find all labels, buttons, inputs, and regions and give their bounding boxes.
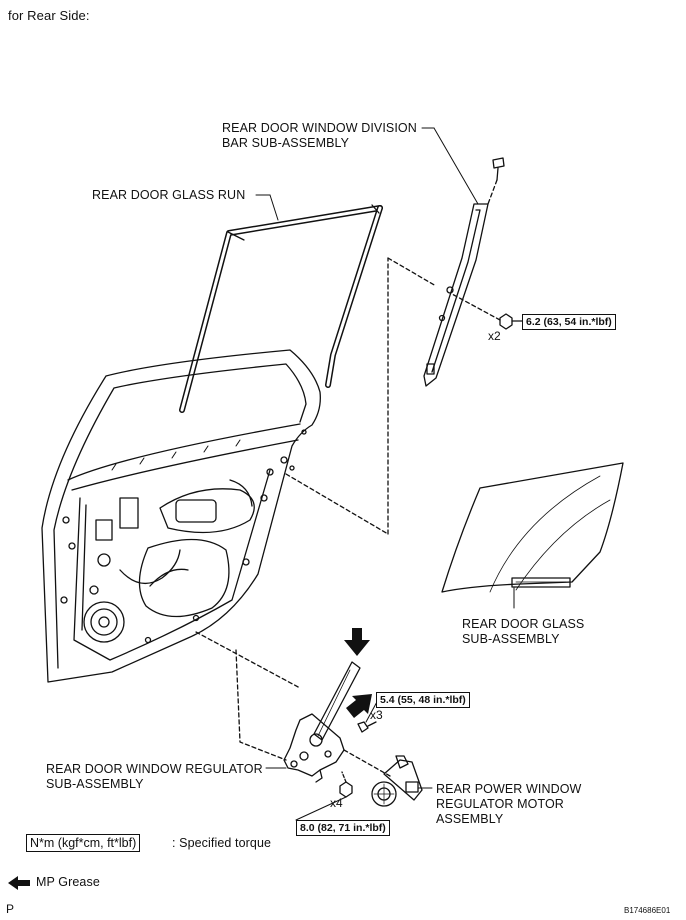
division-bar-label-line2: BAR SUB-ASSEMBLY [222,136,350,150]
glass-run-label: REAR DOOR GLASS RUN [92,188,246,202]
regulator-label: REAR DOOR WINDOW REGULATOR SUB-ASSEMBLY [46,762,263,792]
regulator-label-line1: REAR DOOR WINDOW REGULATOR [46,762,263,776]
regulator-label-line2: SUB-ASSEMBLY [46,777,144,791]
glass-run-drawing [179,204,383,413]
door-glass-label-line1: REAR DOOR GLASS [462,617,585,631]
motor-label: REAR POWER WINDOW REGULATOR MOTOR ASSEMB… [436,782,581,827]
door-glass-drawing [441,462,624,593]
motor-label-line2: REGULATOR MOTOR [436,797,564,811]
grease-arrows [8,628,372,890]
grease-legend-arrow [8,876,30,890]
motor-label-line3: ASSEMBLY [436,812,504,826]
division-bar-drawing [423,157,523,387]
qty-regulator-upper: x3 [370,708,383,722]
grease-arrow-middle [346,694,372,718]
division-bar-label-line1: REAR DOOR WINDOW DIVISION [222,121,417,135]
page-marker: P [6,902,15,916]
legend-grease-desc: MP Grease [36,875,100,889]
page-title: for Rear Side: [8,8,90,23]
torque-division-bar: 6.2 (63, 54 in.*lbf) [522,314,616,330]
legend-torque-desc: : Specified torque [172,836,272,850]
division-bar-label: REAR DOOR WINDOW DIVISION BAR SUB-ASSEMB… [222,121,417,151]
door-glass-label: REAR DOOR GLASS SUB-ASSEMBLY [462,617,584,647]
door-glass-label-line2: SUB-ASSEMBLY [462,632,560,646]
door-panel-drawing [41,257,437,761]
legend-torque-unit: N*m (kgf*cm, ft*lbf) [26,834,141,852]
figure-id: B174686E01 [624,906,671,915]
qty-division-bar: x2 [488,329,501,343]
grease-arrow-top [344,628,370,656]
motor-label-line1: REAR POWER WINDOW [436,782,582,796]
torque-regulator-lower: 8.0 (82, 71 in.*lbf) [296,820,390,836]
qty-regulator-lower: x4 [330,796,343,810]
window-regulator-drawing [283,661,391,798]
regulator-motor-drawing [371,755,423,807]
leader-lines [255,127,515,821]
torque-regulator-upper: 5.4 (55, 48 in.*lbf) [376,692,470,708]
